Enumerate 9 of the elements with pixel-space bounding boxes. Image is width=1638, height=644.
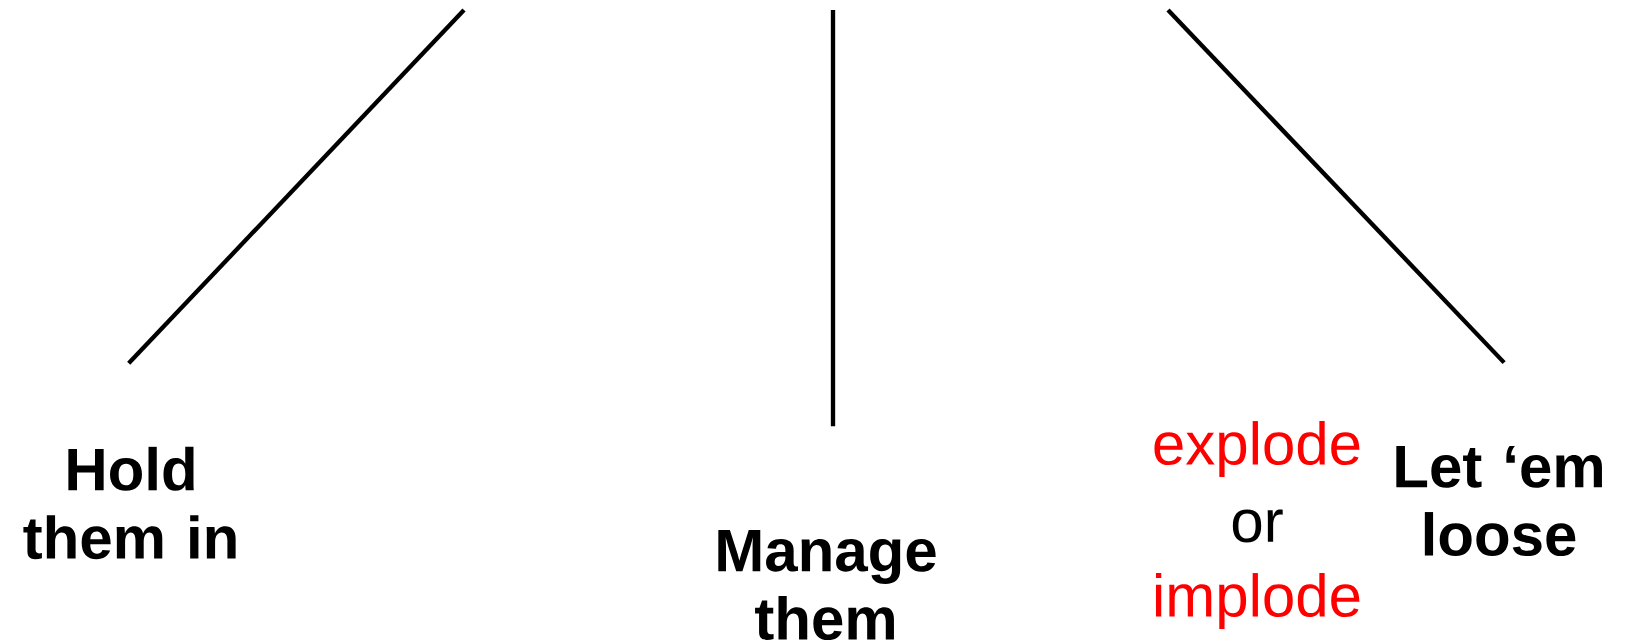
line: [1166, 8, 1506, 365]
text-label: Let ‘em loose: [1396, 445, 1602, 557]
text-label: explode: [1154, 421, 1360, 477]
text-label: implode: [1156, 573, 1360, 629]
line: [127, 8, 466, 365]
line: [830, 10, 836, 427]
text-label: Manage them: [718, 529, 936, 641]
text-label: or: [1232, 509, 1283, 543]
text-label: Hold them in: [23, 446, 236, 560]
